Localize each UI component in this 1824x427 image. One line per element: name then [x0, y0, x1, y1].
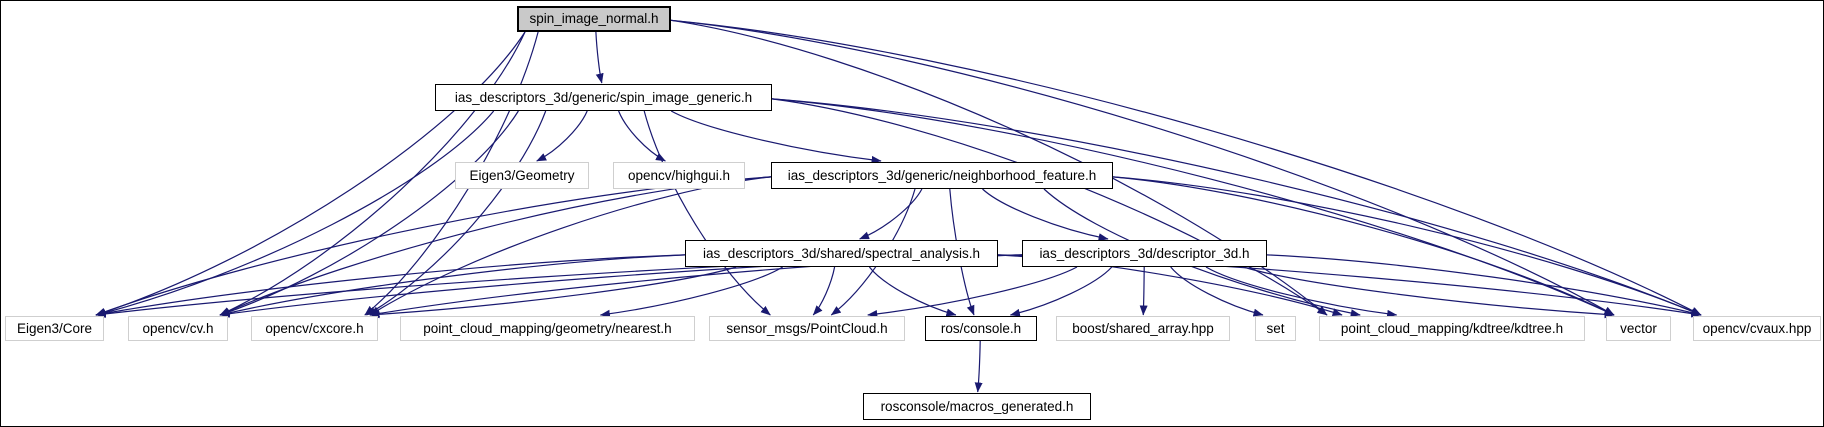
edge-neighborhood-to-spectral — [859, 188, 923, 240]
edge-spectral-to-cxcore — [369, 266, 737, 319]
edge-generic-to-eigen_core — [95, 110, 495, 317]
edge-descriptor-to-vector — [1243, 266, 1615, 319]
edge-spectral-to-eigen_core — [95, 254, 686, 318]
node-spin-image-generic[interactable]: ias_descriptors_3d/generic/spin_image_ge… — [435, 84, 772, 111]
node-kdtree: point_cloud_mapping/kdtree/kdtree.h — [1319, 316, 1585, 341]
node-descriptor-3d[interactable]: ias_descriptors_3d/descriptor_3d.h — [1022, 240, 1267, 267]
edge-generic-to-geometry — [536, 110, 588, 162]
edge-main-to-cxcore — [364, 31, 539, 316]
edge-main-to-vector — [670, 19, 1615, 316]
edge-spectral-to-pointcloud — [812, 266, 836, 316]
node-opencv-cvaux: opencv/cvaux.hpp — [1693, 316, 1821, 341]
edge-descriptor-to-console — [1009, 266, 1113, 317]
edge-neighborhood-to-vector — [1112, 176, 1615, 316]
edge-descriptor-to-set — [1170, 266, 1264, 317]
node-ros-console[interactable]: ros/console.h — [925, 316, 1037, 341]
node-neighborhood-feature[interactable]: ias_descriptors_3d/generic/neighborhood_… — [771, 162, 1113, 189]
node-sensor-msgs-pointcloud: sensor_msgs/PointCloud.h — [709, 316, 905, 341]
node-vector: vector — [1606, 316, 1671, 341]
node-spin-image-normal: spin_image_normal.h — [517, 6, 671, 32]
edge-spectral-to-cv — [219, 254, 686, 317]
node-opencv-highgui: opencv/highgui.h — [613, 162, 745, 189]
node-spectral-analysis[interactable]: ias_descriptors_3d/shared/spectral_analy… — [685, 240, 998, 267]
node-set: set — [1255, 316, 1296, 341]
edge-spectral-to-console — [868, 266, 957, 317]
edge-main-to-cvaux — [670, 19, 1702, 316]
edge-generic-to-vector — [771, 98, 1615, 316]
edge-generic-to-cxcore — [366, 110, 547, 316]
node-opencv-cv: opencv/cv.h — [128, 316, 228, 341]
edge-generic-to-cvaux — [771, 98, 1702, 316]
edge-console-to-macros — [974, 340, 983, 393]
edge-main-to-eigen_core — [95, 31, 526, 316]
edge-descriptor-to-boost — [1139, 266, 1148, 316]
edge-descriptor-to-cvaux — [1266, 254, 1702, 317]
edge-generic-to-cv — [219, 110, 519, 316]
edge-spectral-to-nearest — [599, 266, 784, 318]
edge-main-to-generic — [595, 31, 604, 84]
node-opencv-cxcore: opencv/cxcore.h — [251, 316, 378, 341]
node-eigen3-core: Eigen3/Core — [5, 316, 104, 341]
edge-generic-to-pointcloud — [643, 110, 771, 316]
edge-neighborhood-to-cvaux — [1112, 176, 1702, 316]
edge-descriptor-to-kdtree — [1205, 266, 1398, 318]
node-rosconsole-macros-generated[interactable]: rosconsole/macros_generated.h — [863, 393, 1091, 420]
edge-neighborhood-to-descriptor — [982, 188, 1109, 242]
node-boost-shared-array: boost/shared_array.hpp — [1056, 316, 1230, 341]
edge-generic-to-neighborhood — [670, 110, 882, 164]
edge-main-to-cv — [219, 31, 526, 316]
node-geometry-nearest: point_cloud_mapping/geometry/nearest.h — [400, 316, 695, 341]
edge-descriptor-to-pointcloud — [867, 266, 1078, 318]
node-eigen3-geometry: Eigen3/Geometry — [455, 162, 589, 189]
